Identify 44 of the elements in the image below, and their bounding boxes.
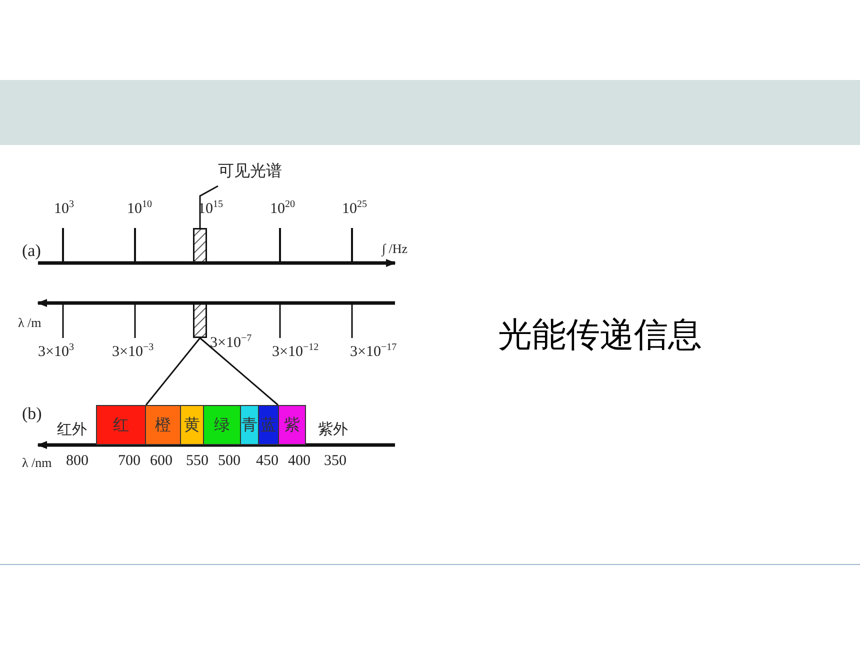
- color-band: [180, 405, 204, 445]
- tick-label: 3×10$^{−3}$: [112, 343, 154, 360]
- wavelength-value: 800: [66, 454, 88, 469]
- wavelength-value: 400: [288, 454, 310, 469]
- tick-label: 3×10$^{−7}$: [210, 334, 252, 351]
- color-name: 橙: [155, 416, 171, 436]
- tick-label: 3×10$^{−12}$: [272, 343, 319, 360]
- color-band: [203, 405, 241, 445]
- color-name: 红: [113, 416, 129, 436]
- tick-label: 10$^{10}$: [127, 200, 152, 217]
- tick-label: 3×10$^{3}$: [38, 343, 74, 360]
- axis-label: λ /m: [18, 316, 42, 329]
- color-band: [96, 405, 146, 445]
- wavelength-value: 350: [324, 454, 346, 469]
- wavelength-value: 700: [118, 454, 140, 469]
- color-band: [240, 405, 259, 445]
- wavelength-value: 600: [150, 454, 172, 469]
- wavelength-value: 550: [186, 454, 208, 469]
- slide-heading: 光能传递信息: [498, 318, 702, 352]
- callout-text: 可见光谱: [218, 164, 284, 182]
- region-label: 紫外: [318, 423, 348, 438]
- zoom-line: [145, 338, 201, 406]
- tick-label: 3×10$^{−17}$: [350, 343, 397, 360]
- color-name: 黄: [184, 416, 200, 436]
- hatched-bar: [193, 303, 207, 338]
- color-band: [145, 405, 181, 445]
- color-band: [278, 405, 306, 445]
- color-name: 青: [242, 416, 258, 436]
- panel-label: (a): [22, 242, 41, 259]
- wavelength-value: 500: [218, 454, 240, 469]
- tick-label: 10$^{3}$: [54, 200, 74, 217]
- color-name: 绿: [214, 416, 230, 436]
- region-label: 红外: [57, 423, 87, 438]
- zoom-line: [200, 337, 278, 406]
- panel-label: (b): [22, 405, 42, 422]
- axis-label: ∫ /Hz: [382, 242, 408, 255]
- color-name: 蓝: [260, 416, 276, 436]
- color-name: 紫: [284, 416, 300, 436]
- axis-label: λ /nm: [22, 456, 52, 469]
- tick-label: 10$^{25}$: [342, 200, 367, 217]
- tick-label: 10$^{20}$: [270, 200, 295, 217]
- wavelength-value: 450: [256, 454, 278, 469]
- hatched-bar: [193, 228, 207, 263]
- color-band: [258, 405, 279, 445]
